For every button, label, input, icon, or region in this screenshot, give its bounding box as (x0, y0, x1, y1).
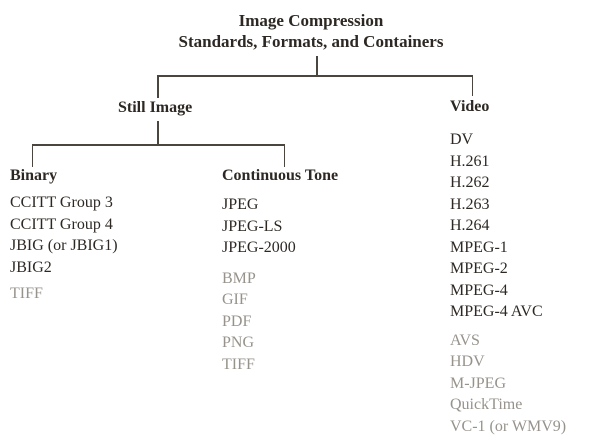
list-item: AVS (450, 331, 480, 349)
list-item: DV (450, 131, 474, 148)
connector-binary-drop (31, 144, 33, 167)
list-item: MPEG-1 (450, 238, 508, 256)
list-item: H.261 (450, 152, 490, 170)
diagram-title: Image Compression Standards, Formats, an… (61, 10, 561, 52)
list-item: GIF (222, 291, 248, 308)
list-item: JPEG (222, 196, 259, 213)
list-item: MPEG-4 AVC (450, 303, 543, 320)
list-item: MPEG-2 (450, 260, 508, 277)
binary-formats-list: TIFF (10, 283, 118, 305)
list-item: JBIG2 (10, 258, 52, 276)
list-item: PDF (222, 312, 252, 330)
list-item: BMP (222, 269, 256, 287)
continuous-tone-list: JPEG JPEG-LS JPEG-2000 BMP GIF PDF PNG TIFF (222, 194, 296, 375)
continuous-tone-standards-list: JPEG JPEG-LS JPEG-2000 (222, 194, 296, 259)
list-item: QuickTime (450, 396, 523, 413)
list-item: TIFF (222, 355, 255, 373)
binary-list: CCITT Group 3 CCITT Group 4 JBIG (or JBIG1… (10, 192, 118, 305)
list-item: H.264 (450, 217, 490, 234)
list-item: JPEG-2000 (222, 239, 296, 256)
continuous-tone-formats-list: BMP GIF PDF PNG TIFF (222, 268, 296, 376)
list-item: JPEG-LS (222, 217, 283, 235)
list-item: MPEG-4 (450, 281, 508, 299)
diagram-title-line1: Image Compression (238, 11, 384, 30)
connector-still-image-drop (157, 75, 159, 98)
list-item: TIFF (10, 285, 43, 302)
node-video: Video (450, 98, 490, 115)
list-item: CCITT Group 4 (10, 215, 113, 233)
node-continuous-tone: Continuous Tone (222, 167, 339, 184)
list-item: CCITT Group 3 (10, 194, 113, 211)
connector-top-horizontal (157, 75, 473, 77)
list-item: JBIG (or JBIG1) (10, 237, 118, 254)
list-item: PNG (222, 334, 255, 351)
node-still-image: Still Image (118, 99, 193, 116)
list-item: VC-1 (or WMV9) (450, 417, 567, 435)
list-item: H.263 (450, 195, 490, 213)
list-item: M-JPEG (450, 374, 507, 392)
connector-sub-horizontal (31, 144, 285, 146)
connector-continuous-tone-drop (283, 144, 285, 167)
diagram-title-line2: Standards, Formats, and Containers (178, 32, 444, 51)
connector-video-drop (471, 75, 473, 96)
connector-still-image-stem (157, 121, 159, 145)
node-binary: Binary (10, 167, 58, 184)
connector-title-stem (316, 56, 318, 76)
list-item: HDV (450, 353, 485, 370)
binary-standards-list: CCITT Group 3 CCITT Group 4 JBIG (or JBIG1… (10, 192, 118, 278)
list-item: H.262 (450, 174, 490, 191)
